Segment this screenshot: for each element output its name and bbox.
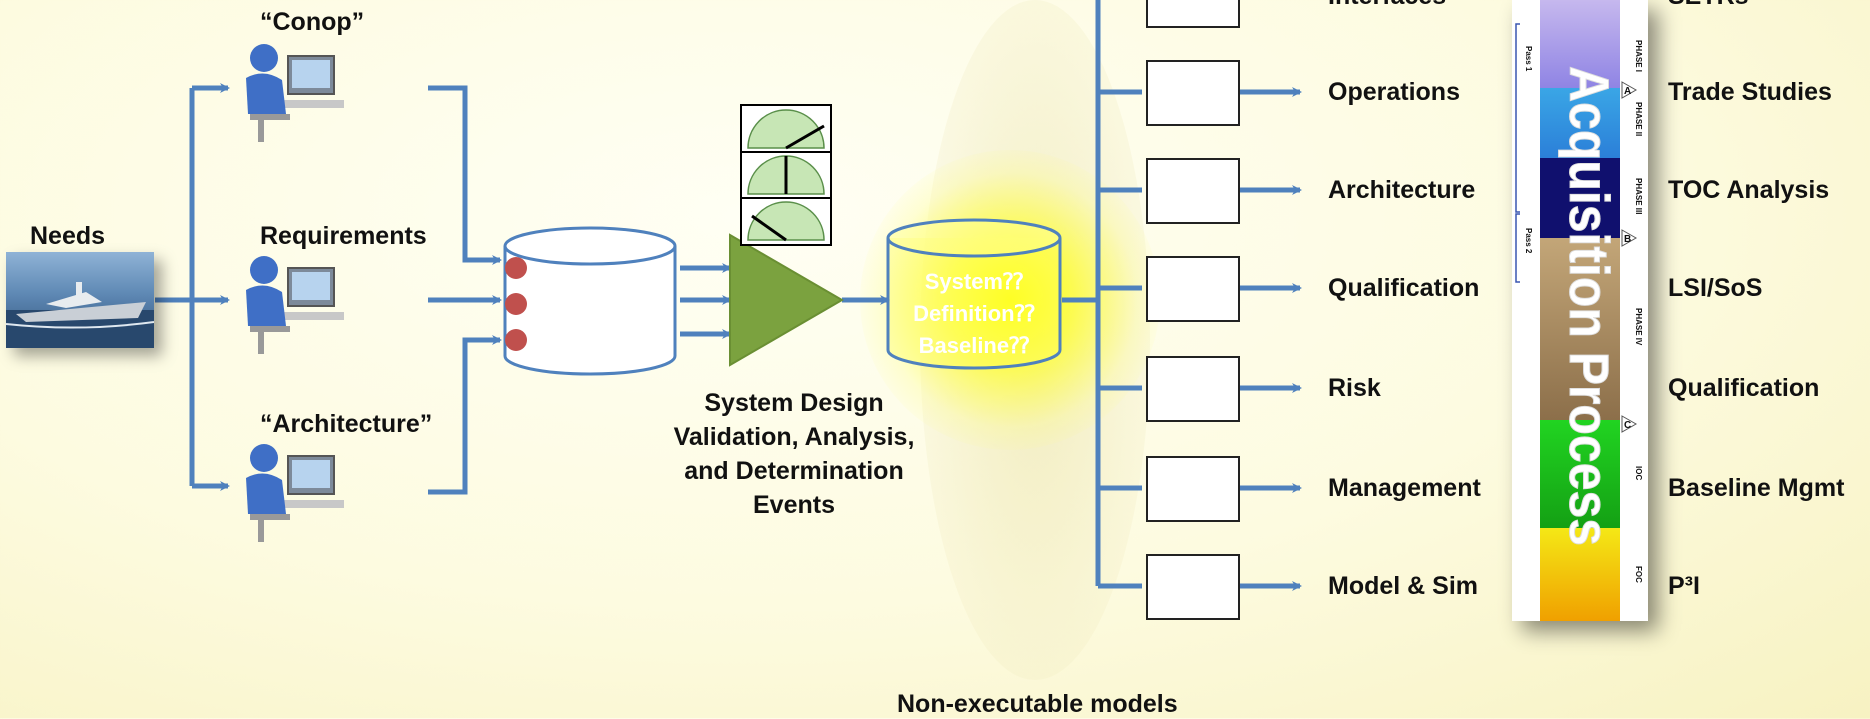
- phase-label: FOC: [1634, 566, 1643, 583]
- input-dot-1: [505, 257, 527, 279]
- phase-label: IOC: [1634, 466, 1643, 480]
- artifact-baseline-mgmt: Baseline Mgmt: [1668, 474, 1845, 502]
- input-dot-3: [505, 329, 527, 351]
- caption-line: Validation, Analysis,: [673, 423, 915, 451]
- milestone-label: A: [1624, 86, 1631, 97]
- artifact-lsi-sos: LSI/SoS: [1668, 274, 1763, 302]
- baseline-line: Definition⁇: [913, 301, 1035, 326]
- output-label-risk: Risk: [1328, 374, 1381, 402]
- phase-block-4: [1540, 238, 1620, 420]
- phase-block-3: [1540, 158, 1620, 238]
- requirements-label: Requirements: [260, 222, 427, 250]
- baseline-line: System⁇: [924, 269, 1024, 294]
- pass-label: Pass 1: [1524, 46, 1533, 72]
- person-workstation-icon: [228, 428, 348, 548]
- baseline-database: [886, 218, 1062, 370]
- person-workstation-icon: [228, 240, 348, 360]
- ship-image: [5, 252, 155, 348]
- pass-label: Pass 2: [1524, 228, 1533, 254]
- output-box: [1146, 456, 1240, 522]
- milestone-b-icon: [1621, 229, 1638, 247]
- phase-label: PHASE IV: [1634, 308, 1643, 346]
- milestone-label: C: [1624, 420, 1631, 431]
- phase-block-ioc: [1540, 420, 1620, 528]
- phase-label: PHASE II: [1634, 102, 1643, 136]
- milestone-label: B: [1624, 234, 1631, 245]
- output-box: [1146, 554, 1240, 620]
- phase-block-1: [1540, 0, 1620, 88]
- phase-block-foc: [1540, 528, 1620, 621]
- milestone-a-icon: [1621, 81, 1638, 99]
- input-dot-2: [505, 293, 527, 315]
- needs-label: Needs: [30, 222, 106, 250]
- input-database: [503, 226, 677, 376]
- phase-label: PHASE I: [1634, 40, 1643, 72]
- artifact-setrs: SETRs: [1668, 0, 1749, 11]
- output-label-management: Management: [1328, 474, 1481, 502]
- artifact-qualification: Qualification: [1668, 374, 1820, 402]
- output-label-qualification: Qualification: [1328, 274, 1480, 302]
- artifact-p3i: P³I: [1668, 572, 1700, 600]
- process-triangle: [729, 233, 844, 367]
- output-box: [1146, 158, 1240, 224]
- output-label-architecture: Architecture: [1328, 176, 1476, 204]
- phase-block-2: [1540, 88, 1620, 158]
- output-box: [1146, 0, 1240, 28]
- caption-line: Events: [753, 491, 835, 519]
- caption-line: System Design: [704, 389, 884, 417]
- output-label-interfaces: Interfaces: [1328, 0, 1446, 11]
- output-label-model-sim: Model & Sim: [1328, 572, 1479, 600]
- process-caption: System Design Validation, Analysis, and …: [628, 386, 960, 522]
- acquisition-process-title: Acquisition Process: [1558, 66, 1621, 546]
- output-box: [1146, 356, 1240, 422]
- output-box: [1146, 256, 1240, 322]
- artifact-toc-analysis: TOC Analysis: [1668, 176, 1830, 204]
- baseline-db-text: System⁇ Definition⁇ Baseline⁇: [888, 266, 1060, 362]
- architecture-input-label: “Architecture”: [260, 410, 433, 438]
- milestone-c-icon: [1621, 415, 1638, 433]
- baseline-line: Baseline⁇: [918, 333, 1030, 358]
- output-box: [1146, 60, 1240, 126]
- gauge-stack: [740, 104, 832, 246]
- footer-label: Non-executable models: [897, 690, 1178, 718]
- output-label-operations: Operations: [1328, 78, 1460, 106]
- phase-label: PHASE III: [1634, 178, 1643, 214]
- conop-label: “Conop”: [260, 8, 365, 36]
- acquisition-process-chart: PHASE I PHASE II PHASE III PHASE IV IOC …: [1512, 0, 1648, 621]
- baseline-glow: [860, 150, 1160, 450]
- person-workstation-icon: [228, 28, 348, 148]
- artifact-trade-studies: Trade Studies: [1668, 78, 1832, 106]
- caption-line: and Determination: [684, 457, 904, 485]
